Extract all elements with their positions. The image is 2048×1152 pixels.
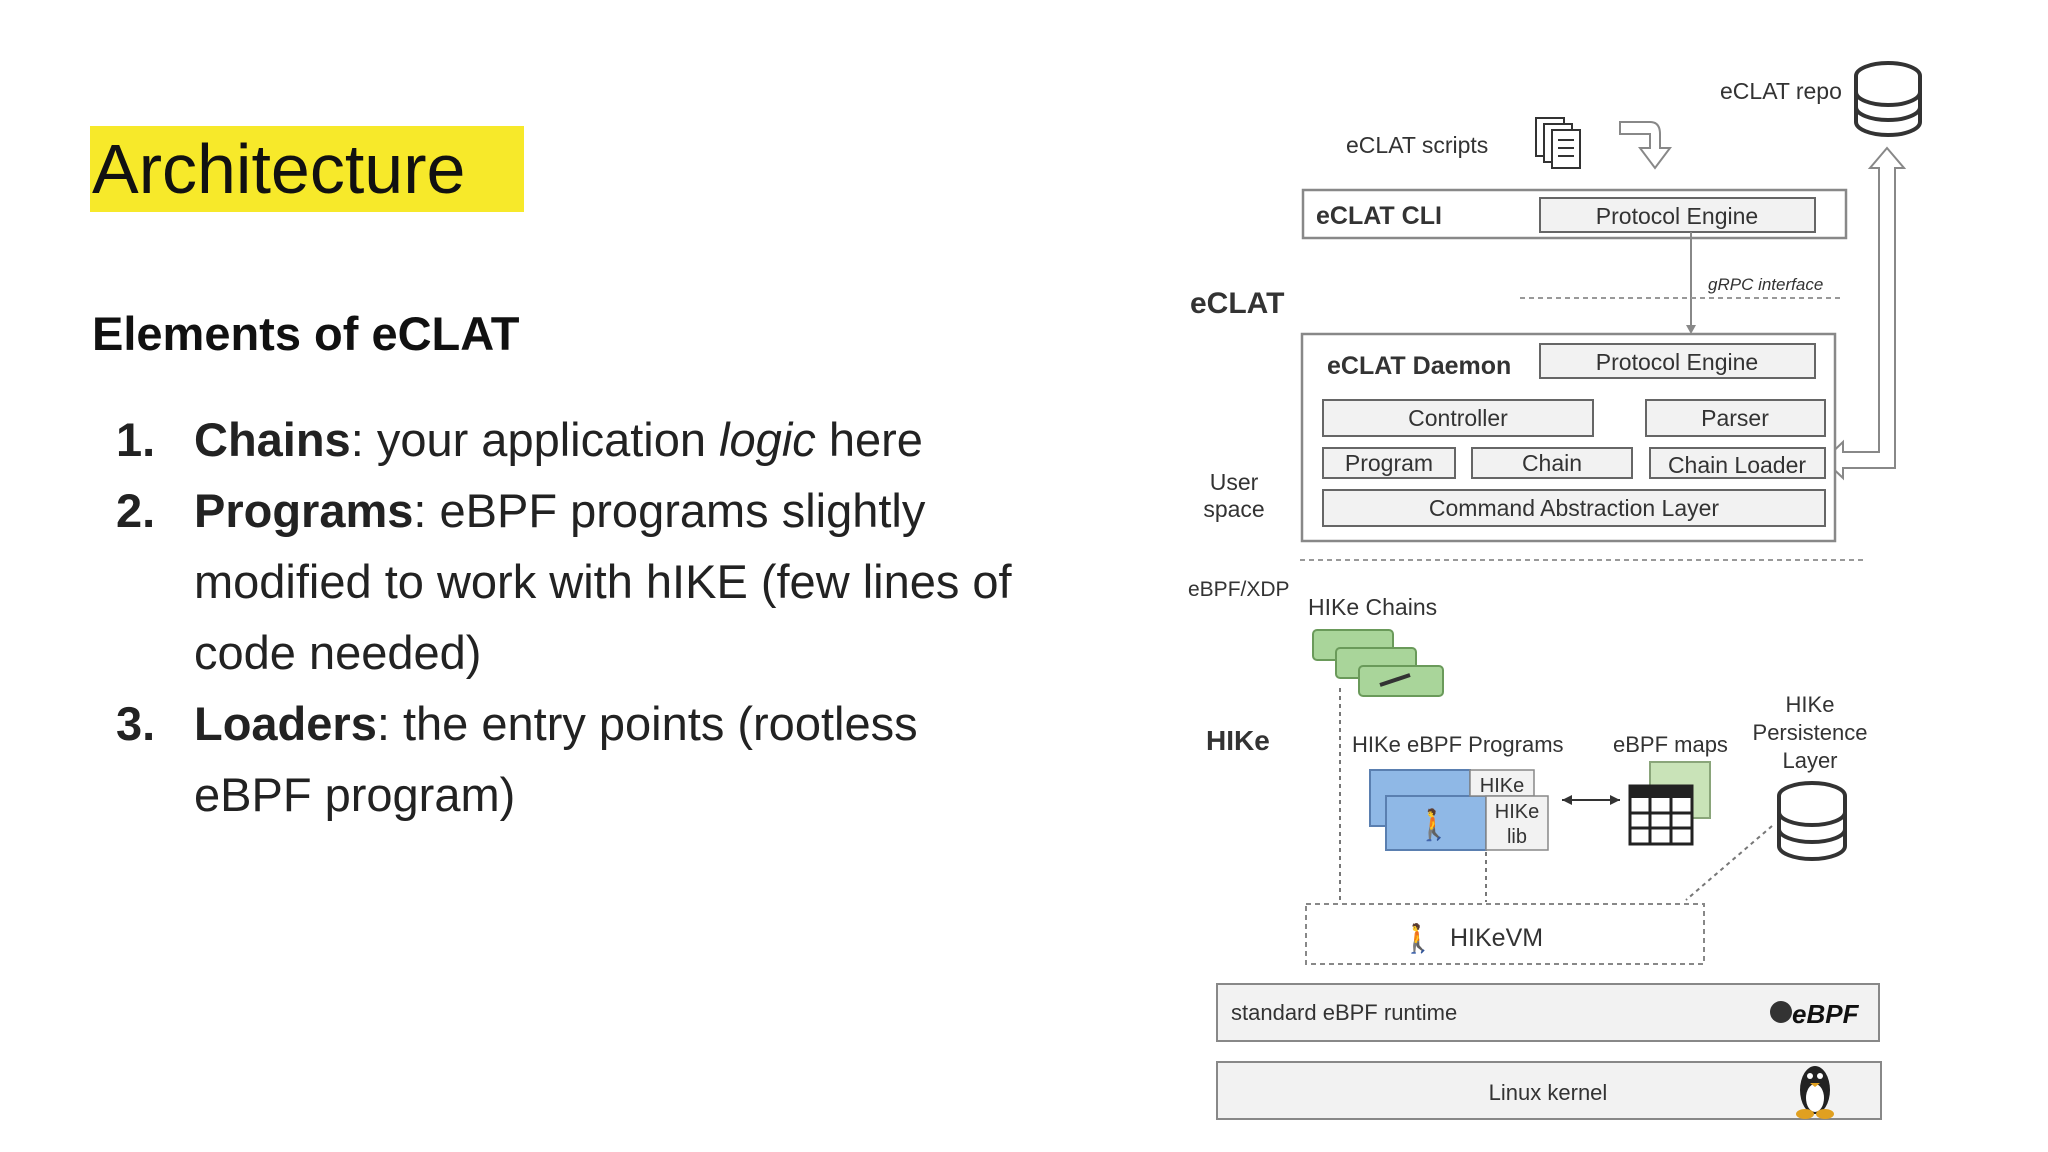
scripts-icon (1535, 117, 1581, 169)
hike-small-box (1469, 769, 1535, 797)
daemon-label: eCLAT Daemon (1327, 352, 1511, 380)
hike-chains-label: HIKe Chains (1308, 594, 1437, 620)
eclat-cli-label: eCLAT CLI (1316, 202, 1442, 230)
hike-lib-box (1485, 795, 1549, 851)
hikevm-box (1305, 903, 1705, 965)
cal-box (1322, 489, 1826, 527)
user-space-label-2: space (1203, 496, 1264, 522)
runtime-box (1216, 983, 1880, 1042)
item-number: 1. (116, 413, 156, 466)
ebpf-maps-label: eBPF maps (1613, 732, 1728, 757)
item-term: Programs (194, 484, 414, 537)
hike-lib-label-2: lib (1507, 826, 1527, 848)
hike-lib-label-1: HIKe (1495, 801, 1539, 823)
ebpf-logo-text: eBPF (1792, 999, 1860, 1029)
bee-icon (1770, 1001, 1792, 1023)
elements-list: 1. Chains: your application logic here 2… (116, 404, 1016, 830)
cal-label: Command Abstraction Layer (1429, 495, 1720, 521)
chain-label: Chain (1522, 450, 1582, 476)
controller-label: Controller (1408, 405, 1508, 431)
list-item: 2. Programs: eBPF programs slightly modi… (116, 475, 1016, 688)
persistence-database-icon (1777, 781, 1847, 861)
item-number: 2. (116, 484, 156, 537)
hikevm-icon: 🚶 (1401, 922, 1436, 955)
persistence-label-2: Persistence (1753, 720, 1868, 745)
subtitle: Elements of eCLAT (92, 307, 520, 360)
chain-link-icon (1312, 629, 1444, 697)
tux-icon (1796, 1066, 1834, 1119)
kernel-label: Linux kernel (1489, 1080, 1608, 1105)
chain-loader-label: Chain Loader (1668, 452, 1806, 478)
item-text-end: here (815, 413, 923, 466)
program-label: Program (1345, 450, 1433, 476)
parser-label: Parser (1701, 405, 1769, 431)
protocol-engine-daemon (1539, 343, 1816, 379)
ebpf-xdp-label: eBPF/XDP (1188, 578, 1290, 601)
item-emphasis: logic (719, 413, 816, 466)
hike-small-label: HIKe (1480, 775, 1524, 797)
user-space-label-1: User (1210, 469, 1259, 495)
kernel-box (1216, 1061, 1882, 1120)
grpc-label: gRPC interface (1708, 275, 1823, 294)
grpc-arrow-head (1686, 325, 1696, 334)
protocol-engine-cli-label: Protocol Engine (1596, 203, 1758, 229)
eclat-scripts-label: eCLAT scripts (1346, 132, 1488, 158)
program-box (1322, 447, 1456, 479)
item-text: : eBPF programs slightly modified to wor… (194, 484, 1012, 679)
item-number: 3. (116, 697, 156, 750)
eclat-section-label: eCLAT (1190, 287, 1284, 320)
list-item: 3. Loaders: the entry points (rootless e… (116, 688, 1016, 830)
runtime-label: standard eBPF runtime (1231, 1000, 1457, 1025)
item-text: : the entry points (rootless eBPF progra… (194, 697, 918, 821)
item-term: Chains (194, 413, 351, 466)
curved-arrow-icon (1619, 121, 1672, 170)
eclat-repo-label: eCLAT repo (1720, 78, 1842, 104)
program-card-front (1385, 795, 1487, 851)
parser-box (1645, 399, 1826, 437)
double-arrow (1822, 146, 1907, 481)
chain-loader-box (1649, 447, 1826, 479)
table-icon (1628, 761, 1711, 846)
hiker-icon: 🚶 (1415, 807, 1452, 842)
slide-title: Architecture (90, 126, 524, 212)
hike-programs-label: HIKe eBPF Programs (1352, 732, 1564, 757)
controller-box (1322, 399, 1594, 437)
chain-box (1471, 447, 1633, 479)
persistence-label-1: HIKe (1786, 692, 1835, 717)
list-item: 1. Chains: your application logic here (116, 404, 1016, 475)
hikevm-label: HIKeVM (1450, 924, 1543, 952)
item-term: Loaders (194, 697, 377, 750)
persistence-arrow (1685, 825, 1773, 901)
database-icon (1854, 61, 1922, 137)
protocol-engine-cli (1539, 197, 1816, 233)
hike-section-label: HIKe (1206, 725, 1270, 756)
persistence-label-3: Layer (1782, 748, 1837, 773)
protocol-engine-daemon-label: Protocol Engine (1596, 349, 1758, 375)
item-text: : your application (350, 413, 720, 466)
